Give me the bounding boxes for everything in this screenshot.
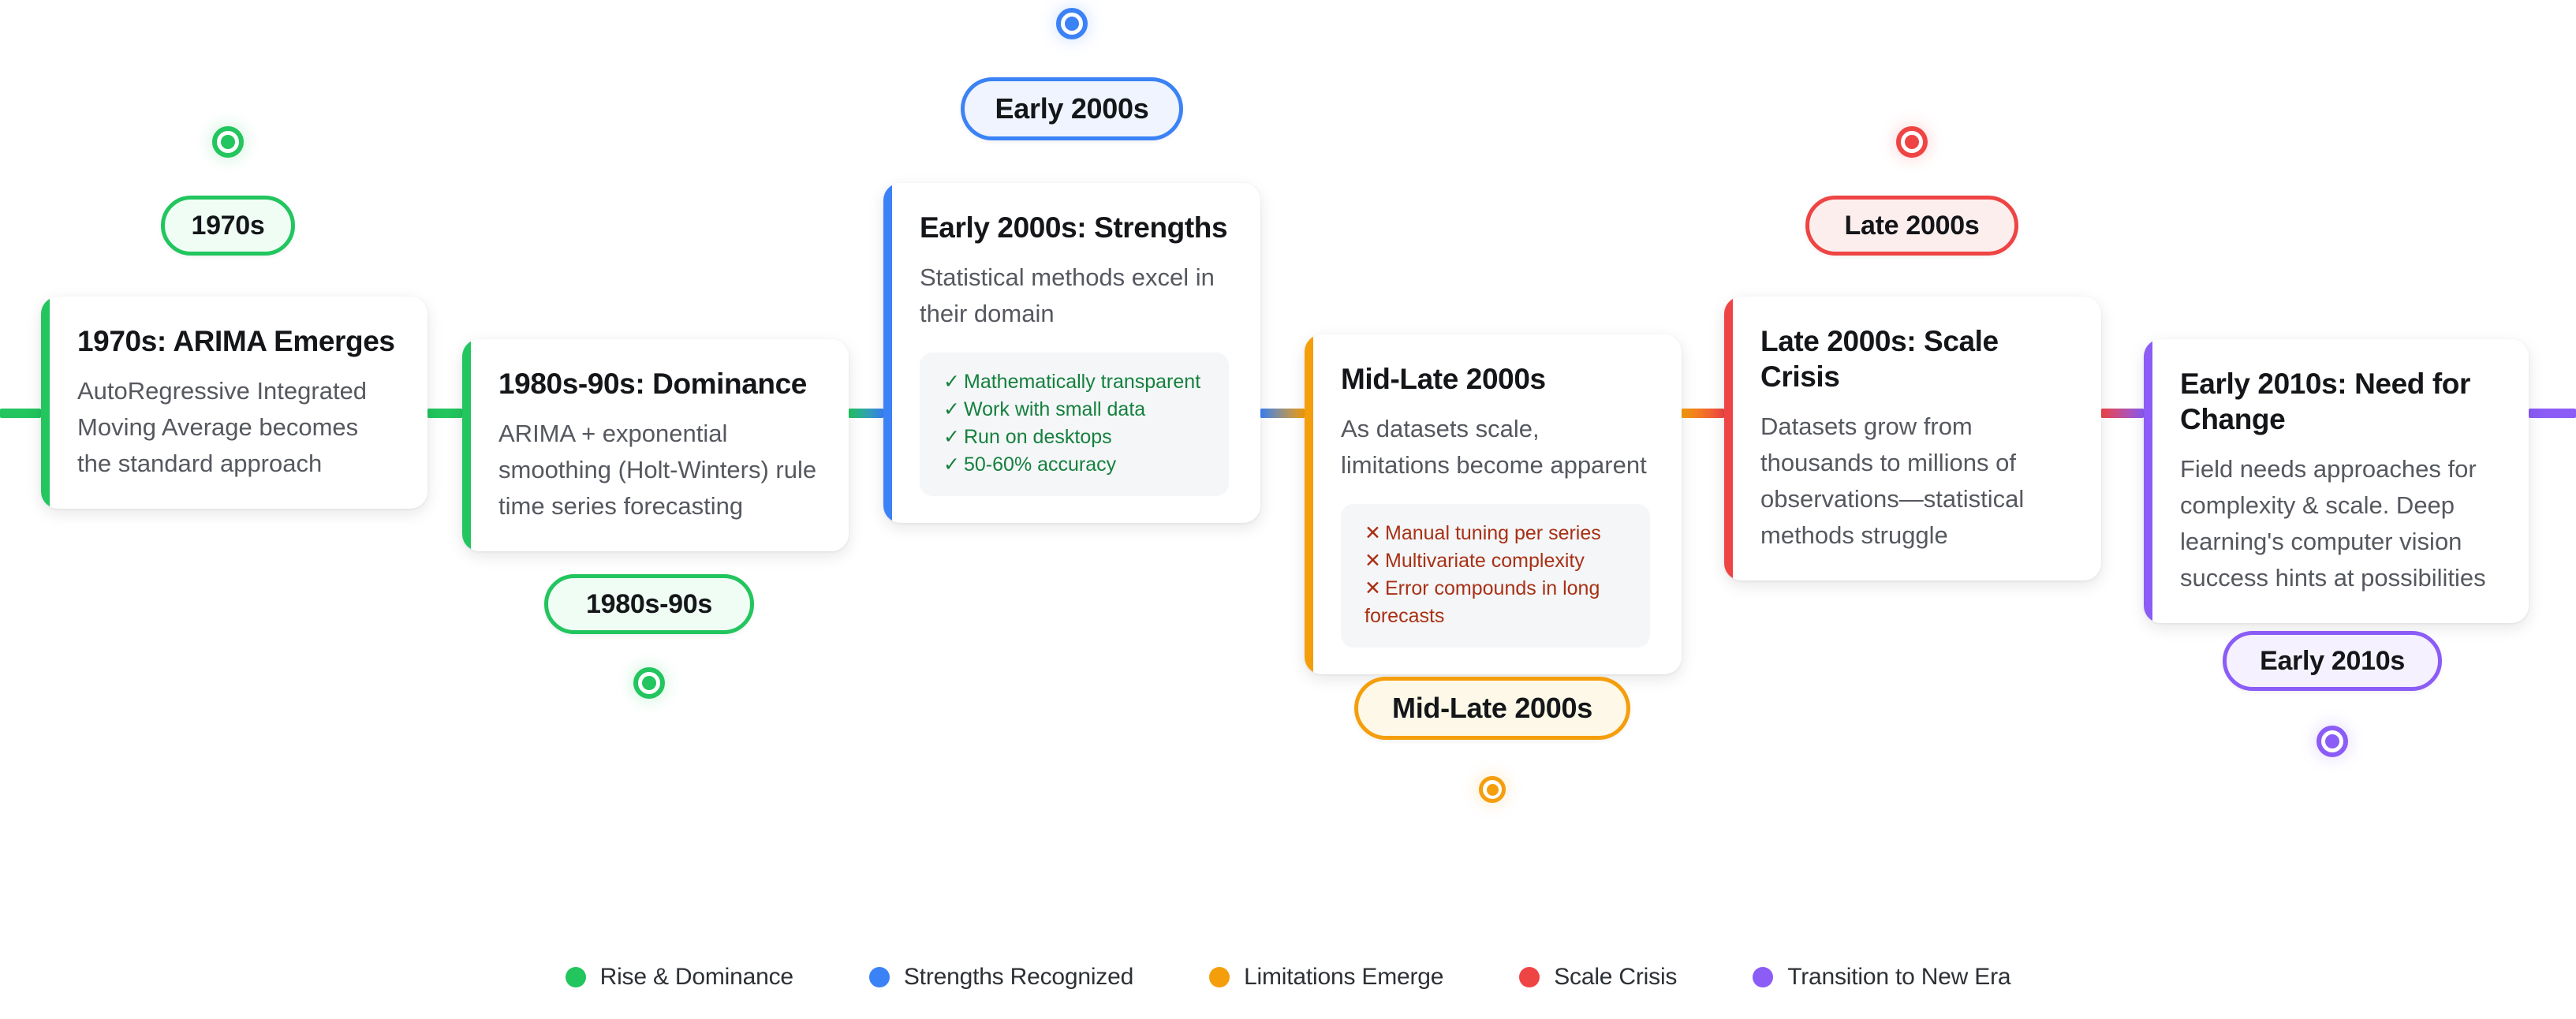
legend-label: Limitations Emerge bbox=[1244, 964, 1444, 990]
card-description: Datasets grow from thousands to millions… bbox=[1760, 412, 2025, 549]
filled-circle-marker-icon[interactable] bbox=[212, 126, 244, 158]
card-detail-text: Work with small data bbox=[964, 398, 1146, 420]
legend-label: Strengths Recognized bbox=[903, 964, 1134, 990]
card-accent-bar bbox=[1724, 297, 1733, 580]
timeline-connector-tail bbox=[2529, 409, 2576, 418]
card-detail-list: ✓Mathematically transparent✓Work with sm… bbox=[920, 352, 1229, 496]
timeline-node-late-2000s[interactable]: Late 2000s bbox=[1805, 126, 2018, 256]
dot-core bbox=[642, 676, 656, 690]
legend-item[interactable]: Limitations Emerge bbox=[1209, 964, 1443, 991]
legend-item[interactable]: Transition to New Era bbox=[1753, 964, 2011, 991]
cross-icon: ✕ bbox=[1365, 577, 1381, 599]
card-detail-item: ✓50-60% accuracy bbox=[943, 451, 1208, 479]
timeline-node-1980s-90s[interactable]: 1980s-90s bbox=[544, 574, 754, 699]
card-detail-item: ✓Mathematically transparent bbox=[943, 368, 1208, 396]
card-detail-text: Error compounds in long forecasts bbox=[1365, 577, 1600, 627]
timeline-pill-early-2010s[interactable]: Early 2010s bbox=[2223, 631, 2442, 691]
cross-icon: ✕ bbox=[1365, 521, 1381, 544]
card-detail-item: ✓Run on desktops bbox=[943, 424, 1208, 451]
card-description: ARIMA + exponential smoothing (Holt-Wint… bbox=[498, 420, 817, 520]
filled-circle-marker-icon[interactable] bbox=[1896, 126, 1928, 158]
check-icon: ✓ bbox=[943, 425, 960, 448]
legend-dot-icon bbox=[868, 967, 890, 987]
card-description: AutoRegressive Integrated Moving Average… bbox=[77, 377, 368, 477]
legend-item[interactable]: Rise & Dominance bbox=[565, 964, 793, 991]
timeline-card-mid-late-2000s[interactable]: Mid-Late 2000s As datasets scale, limitat… bbox=[1305, 334, 1682, 674]
legend-label: Rise & Dominance bbox=[599, 964, 793, 990]
legend-dot-icon bbox=[1519, 967, 1540, 987]
timeline-gap-connector-late-2000s bbox=[2101, 409, 2144, 418]
card-detail-text: Mathematically transparent bbox=[964, 370, 1201, 393]
card-accent-bar bbox=[41, 297, 50, 509]
card-detail-item: ✕Multivariate complexity bbox=[1365, 547, 1630, 575]
check-icon: ✓ bbox=[943, 453, 960, 476]
card-accent-bar bbox=[1305, 334, 1313, 674]
filled-circle-marker-icon[interactable] bbox=[1056, 8, 1088, 39]
dot-core bbox=[1486, 783, 1499, 796]
card-title: Mid-Late 2000s bbox=[1341, 363, 1546, 395]
legend-label: Transition to New Era bbox=[1787, 964, 2011, 990]
timeline-legend: Rise & Dominance Strengths Recognized Limi… bbox=[0, 964, 2576, 991]
timeline-pill-mid-late-2000s[interactable]: Mid-Late 2000s bbox=[1354, 677, 1630, 740]
card-accent-bar bbox=[883, 183, 892, 523]
legend-dot-icon bbox=[1753, 967, 1774, 987]
card-title: 1970s: ARIMA Emerges bbox=[77, 325, 395, 357]
card-title: Early 2010s: Need for Change bbox=[2180, 368, 2470, 436]
dot-core bbox=[221, 135, 235, 149]
timeline-pill-1980s-90s[interactable]: 1980s-90s bbox=[544, 574, 754, 634]
cross-icon: ✕ bbox=[1365, 549, 1381, 572]
timeline-connector-1970s bbox=[0, 409, 41, 418]
card-detail-text: Manual tuning per series bbox=[1385, 521, 1601, 544]
timeline-node-mid-late-2000s[interactable]: Mid-Late 2000s bbox=[1354, 677, 1630, 803]
timeline-pill-late-2000s[interactable]: Late 2000s bbox=[1805, 196, 2018, 256]
timeline-gap-connector-1980s-90s bbox=[849, 409, 883, 418]
timeline-node-early-2010s[interactable]: Early 2010s bbox=[2223, 631, 2442, 757]
check-icon: ✓ bbox=[943, 370, 960, 393]
dot-core bbox=[1065, 17, 1079, 31]
timeline-pill-1970s[interactable]: 1970s bbox=[161, 196, 295, 256]
timeline-gap-connector-early-2000s bbox=[1260, 409, 1305, 418]
timeline-gap-connector-mid-late-2000s bbox=[1682, 409, 1724, 418]
timeline-node-early-2000s[interactable]: Early 2000s bbox=[961, 8, 1183, 140]
filled-circle-marker-icon[interactable] bbox=[633, 667, 665, 699]
legend-dot-icon bbox=[1209, 967, 1230, 987]
timeline-pill-early-2000s[interactable]: Early 2000s bbox=[961, 77, 1183, 140]
card-detail-item: ✕Manual tuning per series bbox=[1365, 520, 1630, 547]
card-accent-bar bbox=[2144, 339, 2152, 623]
card-description: Statistical methods excel in their domai… bbox=[920, 263, 1215, 327]
card-detail-item: ✕Error compounds in long forecasts bbox=[1365, 575, 1630, 630]
timeline-node-1970s[interactable]: 1970s bbox=[161, 126, 295, 256]
legend-dot-icon bbox=[565, 967, 586, 987]
dot-core bbox=[1905, 135, 1919, 149]
dot-core bbox=[2325, 734, 2339, 748]
card-description: As datasets scale, limitations become ap… bbox=[1341, 415, 1647, 479]
legend-item[interactable]: Strengths Recognized bbox=[868, 964, 1134, 991]
filled-circle-marker-icon[interactable] bbox=[2317, 726, 2348, 757]
card-detail-item: ✓Work with small data bbox=[943, 396, 1208, 424]
legend-label: Scale Crisis bbox=[1554, 964, 1678, 990]
filled-circle-marker-icon[interactable] bbox=[1479, 776, 1506, 803]
card-accent-bar bbox=[462, 339, 471, 551]
check-icon: ✓ bbox=[943, 398, 960, 420]
timeline-gap-connector-1970s bbox=[427, 409, 462, 418]
card-description: Field needs approaches for complexity & … bbox=[2180, 455, 2486, 592]
card-detail-list: ✕Manual tuning per series✕Multivariate c… bbox=[1341, 503, 1650, 648]
card-detail-text: 50-60% accuracy bbox=[964, 453, 1117, 476]
card-title: Late 2000s: Scale Crisis bbox=[1760, 325, 1999, 394]
card-title: 1980s-90s: Dominance bbox=[498, 368, 807, 400]
legend-item[interactable]: Scale Crisis bbox=[1519, 964, 1677, 991]
card-title: Early 2000s: Strengths bbox=[920, 211, 1228, 244]
card-detail-text: Multivariate complexity bbox=[1385, 549, 1585, 572]
card-detail-text: Run on desktops bbox=[964, 425, 1112, 448]
